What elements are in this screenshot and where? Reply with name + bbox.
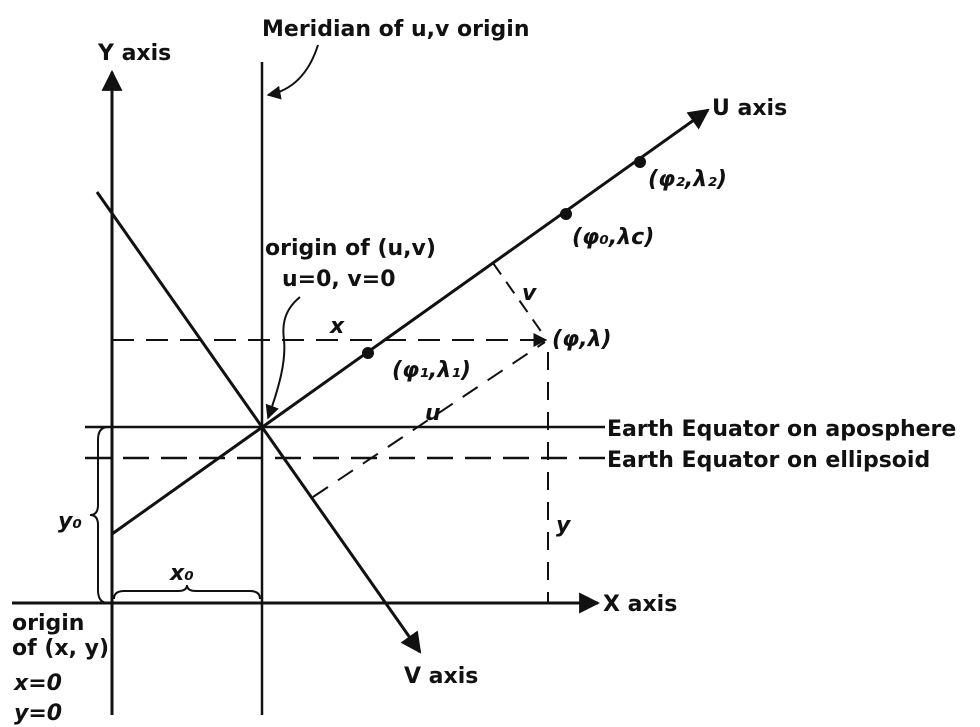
x0-label: x₀ — [169, 561, 194, 586]
meridian-pointer — [266, 44, 319, 100]
u-distance-dashed — [312, 341, 546, 498]
point-0-label: (φ₀,λc) — [572, 225, 654, 250]
y-axis-label: Y axis — [97, 41, 171, 66]
v-distance-dashed — [492, 262, 546, 338]
origin-uv-pointer — [265, 296, 301, 420]
v-distance-label: v — [522, 281, 537, 306]
point-2-label: (φ₂,λ₂) — [648, 167, 727, 192]
u-axis-line — [111, 108, 710, 536]
u-distance-label: u — [425, 401, 441, 426]
point-1-label: (φ₁,λ₁) — [392, 358, 471, 383]
u-axis-label: U axis — [712, 96, 787, 121]
v-axis-line — [95, 191, 422, 654]
meridian-label: Meridian of u,v origin — [262, 17, 529, 42]
origin-xy-line2: of (x, y) — [12, 636, 109, 661]
y0-label: y₀ — [58, 509, 82, 534]
y-coordinate-label: y — [556, 513, 572, 538]
origin-xy-line1: origin — [12, 611, 84, 636]
x-axis-label: X axis — [603, 592, 677, 617]
point-2-dot — [634, 156, 646, 168]
point-0-dot — [560, 208, 572, 220]
x-coordinate-label: x — [329, 314, 345, 339]
equator-aposphere-label: Earth Equator on aposphere — [607, 417, 956, 442]
point-general-label: (φ,λ) — [552, 327, 612, 352]
y0-brace — [89, 426, 109, 604]
v-axis-label: V axis — [404, 664, 478, 689]
origin-uv-label: origin of (u,v) — [265, 236, 436, 261]
origin-uv-values: u=0, v=0 — [282, 267, 396, 292]
origin-xy-y: y=0 — [14, 701, 62, 726]
x0-brace — [113, 584, 261, 600]
origin-xy-x: x=0 — [13, 671, 62, 696]
equator-ellipsoid-label: Earth Equator on ellipsoid — [607, 448, 930, 473]
point-1-dot — [362, 347, 374, 359]
